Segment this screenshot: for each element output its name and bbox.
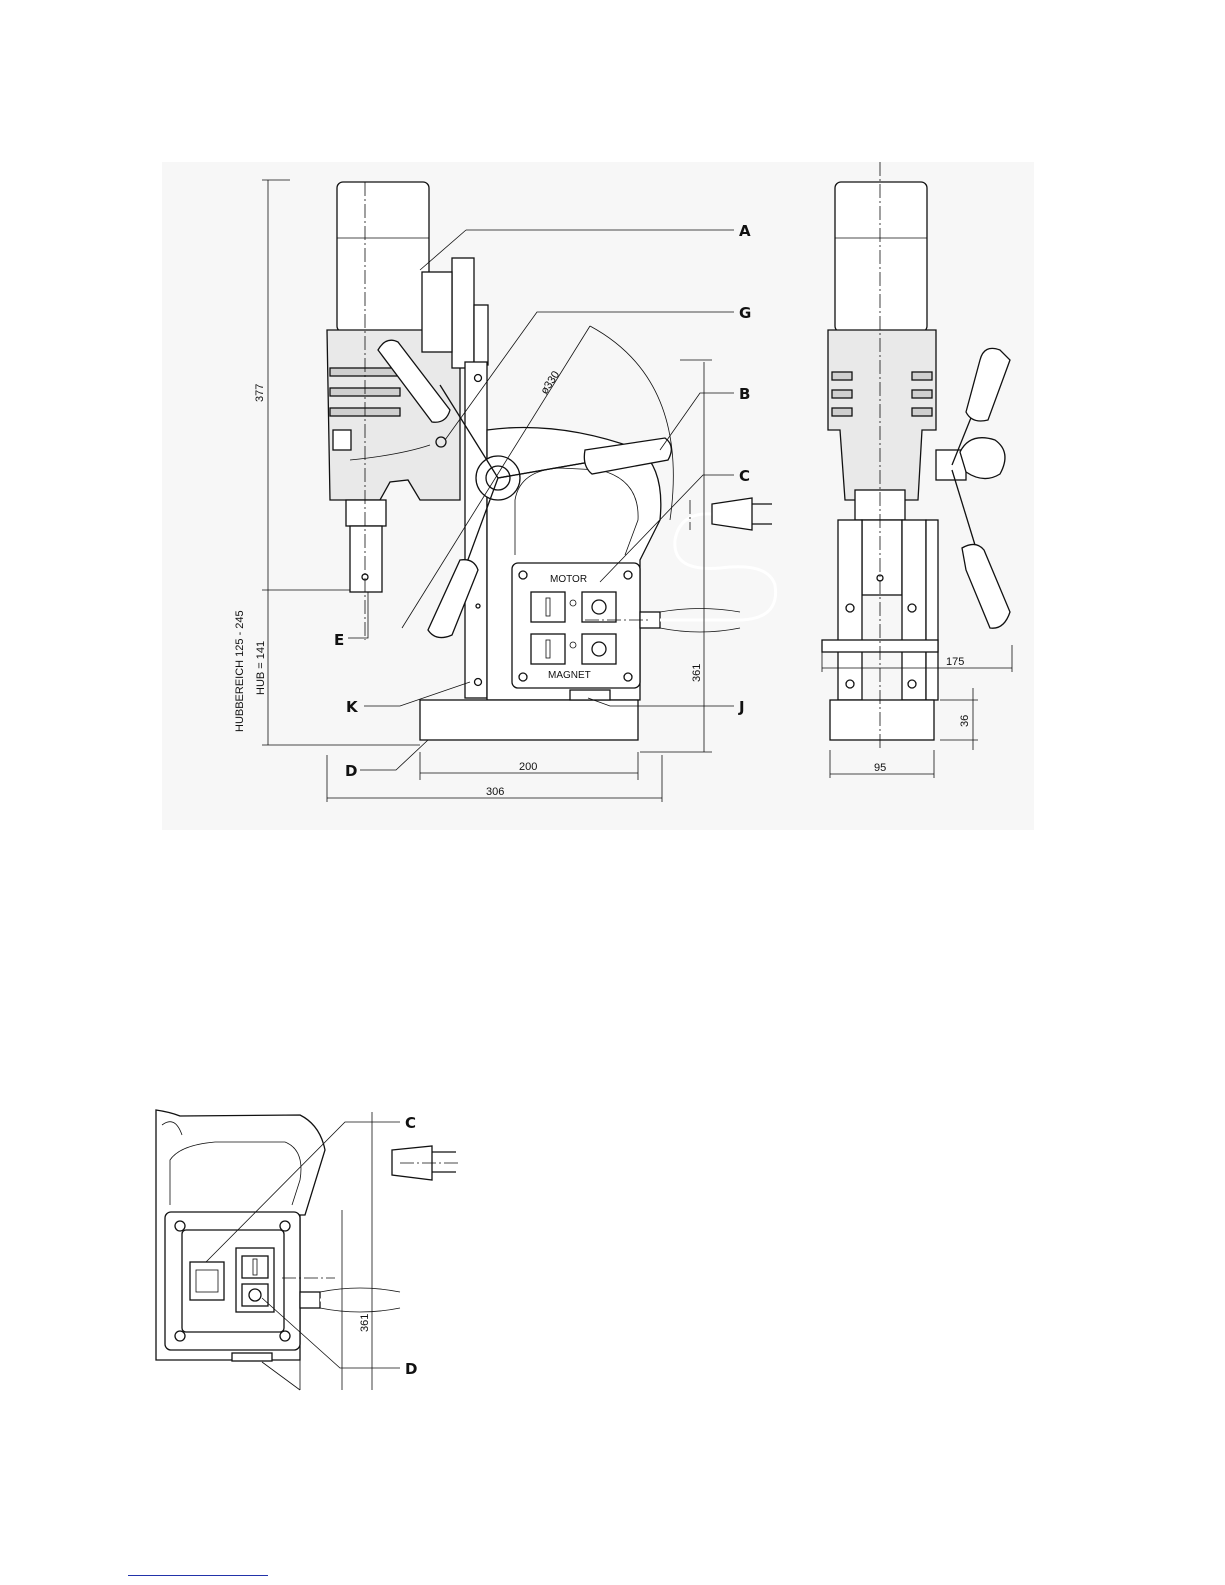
detail-height-dimension: 361 [359, 1314, 371, 1332]
base-length-dimension: 200 [519, 761, 537, 773]
plug [712, 498, 752, 530]
detail-magnet-switch [190, 1262, 224, 1300]
side-width-dimension: 175 [946, 656, 964, 668]
panel-motor-label: MOTOR [550, 574, 587, 585]
motor-housing [337, 182, 429, 332]
base-height-dimension: 36 [959, 715, 971, 727]
label-c: C [739, 467, 750, 485]
label-j: J [738, 698, 745, 716]
side-handle-middle [960, 438, 1005, 479]
detail-label-d: D [405, 1360, 417, 1378]
stroke-range-dimension: HUBBEREICH 125 - 245 [234, 610, 246, 732]
footer-link-rule [128, 1575, 268, 1576]
detail-label-c: C [405, 1114, 416, 1132]
panel-magnet-label: MAGNET [548, 670, 591, 681]
column [465, 362, 487, 698]
label-k: K [346, 698, 359, 716]
overall-height-dimension: 377 [254, 384, 266, 402]
magnet-on-switch [531, 634, 565, 664]
label-a: A [739, 222, 751, 240]
detail-view: 361 C D [156, 1110, 460, 1390]
magnet-base [420, 700, 638, 740]
label-g: G [739, 304, 751, 322]
side-motor-housing [835, 182, 927, 332]
label-d: D [345, 762, 357, 780]
side-magnet-base [830, 700, 934, 740]
motor-on-switch [531, 592, 565, 622]
label-e: E [334, 631, 344, 649]
slide [452, 258, 474, 368]
stroke-dimension: HUB = 141 [255, 641, 267, 695]
label-b: B [739, 385, 750, 403]
magnet-off-switch [582, 634, 616, 664]
stand-height-dimension: 361 [691, 664, 703, 682]
spindle [350, 526, 382, 592]
motor-off-switch [582, 592, 616, 622]
total-length-dimension: 306 [486, 786, 504, 798]
base-width-dimension: 95 [874, 762, 886, 774]
